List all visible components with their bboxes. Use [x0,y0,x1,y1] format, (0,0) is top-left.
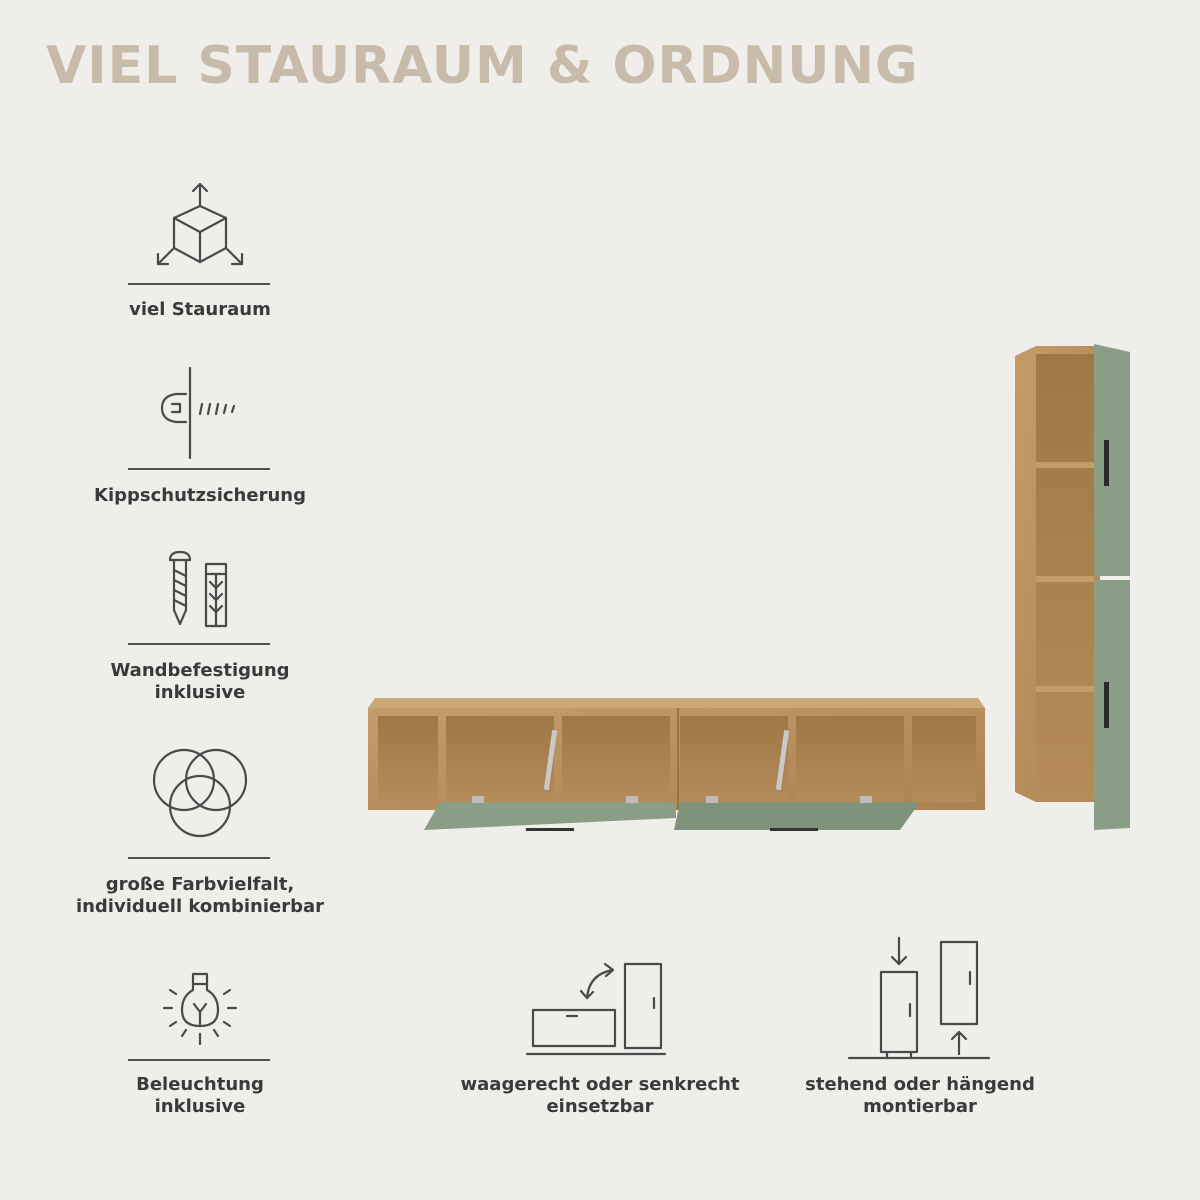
feature-label: große Farbvielfalt, individuell kombinie… [75,874,325,917]
feature-label: viel Stauraum [129,299,271,320]
divider [128,283,270,285]
cube-arrows-icon [150,180,250,277]
feature-label: stehend oder hängend montierbar [805,1074,1035,1117]
divider [128,1059,270,1061]
color-circles-icon [148,744,252,849]
divider [128,643,270,645]
wall-screw-icon [150,366,250,467]
tall-cabinet [1015,344,1130,830]
page-title: VIEL STAURAUM & ORDNUNG [46,36,919,96]
feature-mounting: stehend oder hängend montierbar [770,936,1070,1126]
divider [128,857,270,859]
divider [128,468,270,470]
feature-label: Kippschutzsicherung [94,485,306,506]
feature-label: Wandbefestigung inklusive [110,660,290,703]
light-bulb-icon [160,970,240,1055]
lowboard [368,698,985,831]
furniture-illustration [360,340,1140,845]
feature-label: Beleuchtung inklusive [136,1074,264,1117]
feature-storage: viel Stauraum [50,180,350,330]
feature-label: waagerecht oder senkrecht einsetzbar [460,1074,740,1117]
rotate-cabinet-icon [525,958,675,1063]
feature-colors: große Farbvielfalt, individuell kombinie… [50,744,350,924]
feature-wall-mounting: Wandbefestigung inklusive [50,550,350,710]
feature-orientation: waagerecht oder senkrecht einsetzbar [450,958,750,1128]
feature-lighting: Beleuchtung inklusive [50,970,350,1130]
feature-tip-protection: Kippschutzsicherung [50,366,350,516]
screw-dowel-icon [160,550,240,635]
standing-hanging-icon [845,936,995,1067]
